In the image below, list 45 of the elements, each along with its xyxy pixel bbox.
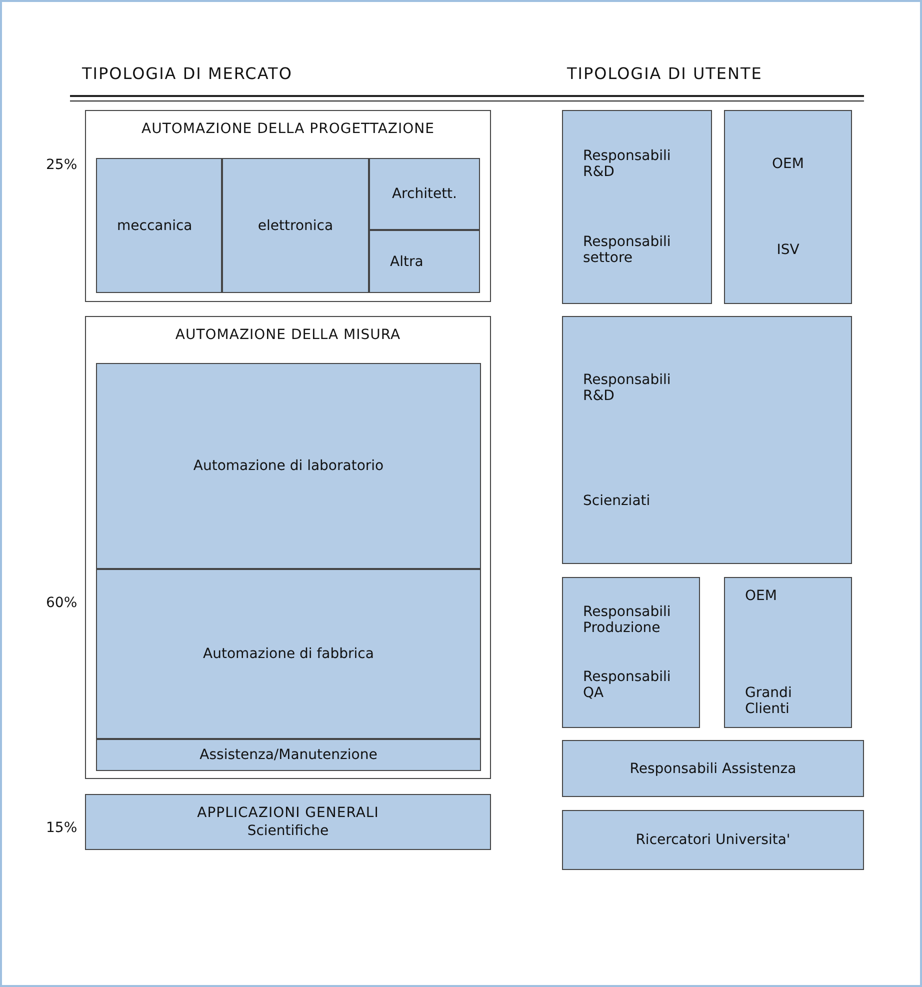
user-box <box>562 316 852 564</box>
group-panel <box>85 316 491 779</box>
user-label: Ricercatori Universita' <box>636 832 790 848</box>
user-label: Responsabili Produzione <box>583 604 672 636</box>
user-box <box>562 110 712 304</box>
group-heading: APPLICAZIONI GENERALI <box>197 805 379 821</box>
user-label: OEM <box>772 156 804 172</box>
group-panel <box>85 110 491 302</box>
column-heading: TIPOLOGIA DI MERCATO <box>82 64 292 83</box>
user-label: OEM <box>745 588 777 604</box>
segment-cell <box>96 158 222 293</box>
group-heading: AUTOMAZIONE DELLA MISURA <box>175 327 401 343</box>
user-box <box>724 577 852 728</box>
user-label: Grandi Clienti <box>745 685 793 717</box>
segment-label: Automazione di fabbrica <box>203 646 374 662</box>
segment-label: Architett. <box>392 186 458 202</box>
user-label: Responsabili QA <box>583 668 672 701</box>
user-label: ISV <box>776 242 800 258</box>
segment-cell <box>96 363 481 569</box>
user-box <box>562 577 700 728</box>
segment-label: Scientifiche <box>247 823 329 839</box>
user-box <box>724 110 852 304</box>
user-label: Scienziati <box>583 492 650 508</box>
segment-cell <box>222 158 369 293</box>
percentage-label: 25% <box>46 157 78 173</box>
segment-cell <box>96 739 481 771</box>
percentage-label: 15% <box>46 820 78 836</box>
column-heading: TIPOLOGIA DI UTENTE <box>567 64 762 83</box>
segment-cell <box>369 158 480 230</box>
percentage-label: 60% <box>46 595 78 611</box>
segment-label: elettronica <box>258 218 334 234</box>
segment-cell <box>96 569 481 739</box>
segment-label: Assistenza/Manutenzione <box>200 747 378 763</box>
group-heading: AUTOMAZIONE DELLA PROGETTAZIONE <box>142 121 434 137</box>
user-box <box>562 810 864 870</box>
user-label: Responsabili Assistenza <box>630 760 796 776</box>
user-label: Responsabili R&D <box>583 148 672 180</box>
segment-box <box>85 794 491 850</box>
segment-label: Altra <box>390 254 424 270</box>
user-label: Responsabili R&D <box>583 372 672 404</box>
segment-cell <box>369 230 480 293</box>
user-box <box>562 740 864 797</box>
segment-label: Automazione di laboratorio <box>193 458 384 474</box>
segment-label: meccanica <box>117 218 192 234</box>
user-label: Responsabili settore <box>583 234 672 266</box>
